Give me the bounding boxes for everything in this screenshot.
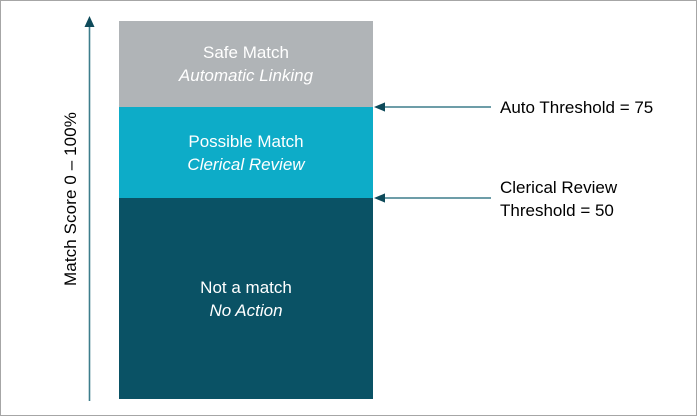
band-not-a-match-title: Not a match — [200, 277, 292, 297]
auto-threshold-text: Auto Threshold = 75 — [500, 98, 654, 117]
clerical-threshold-text-line1: Clerical Review — [500, 178, 618, 197]
band-possible-match: Possible Match Clerical Review — [119, 107, 373, 198]
clerical-threshold-label: Clerical Review Threshold = 50 — [500, 176, 617, 222]
band-possible-match-title: Possible Match — [188, 131, 304, 151]
band-not-a-match-subtitle: No Action — [209, 300, 283, 320]
band-safe-match-title: Safe Match — [203, 43, 289, 62]
score-band-stack: Safe Match Automatic Linking Possible Ma… — [119, 21, 373, 399]
band-possible-match-subtitle: Clerical Review — [187, 154, 305, 174]
band-not-a-match: Not a match No Action — [119, 198, 373, 399]
clerical-threshold-text-line2: Threshold = 50 — [500, 201, 614, 220]
clerical-threshold-arrow-icon — [373, 191, 491, 205]
band-safe-match: Safe Match Automatic Linking — [119, 21, 373, 107]
band-safe-match-subtitle: Automatic Linking — [178, 66, 314, 85]
match-score-axis-arrow-icon — [81, 15, 98, 401]
auto-threshold-label: Auto Threshold = 75 — [500, 96, 653, 119]
axis-label-match-score: Match Score 0 – 100% — [61, 112, 80, 286]
auto-threshold-arrow-icon — [373, 100, 491, 114]
